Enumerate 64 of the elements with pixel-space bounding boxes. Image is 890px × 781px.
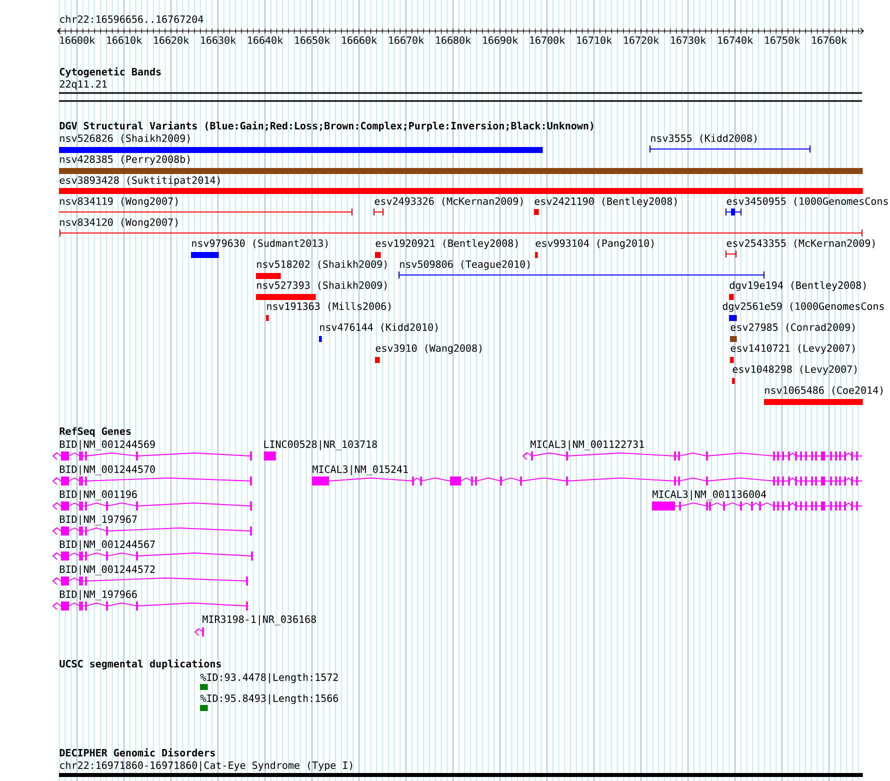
feature-label: nsv509806 (Teague2010) xyxy=(400,260,530,270)
feature-label: nsv979630 (Sudmant2013) xyxy=(192,239,328,248)
feature-label: esv1048298 (Levy2007) xyxy=(732,365,857,375)
feature-label: nsv191363 (Mills2006) xyxy=(267,302,391,312)
tick-label: 16750k xyxy=(765,36,800,44)
tick-label: 16600k xyxy=(60,36,95,44)
feature-label: nsv526826 (Shaikh2009) xyxy=(60,134,190,144)
tick-label: 16670k xyxy=(389,36,424,44)
tick-label: 16610k xyxy=(107,36,142,44)
gene-label: BID|NM_001244572 xyxy=(60,565,155,576)
feature-label: chr22:16596656..16767204 xyxy=(60,15,204,23)
feature-label: %ID:93.4478|Length:1572 xyxy=(200,673,338,684)
feature-label: esv3910 (Wang2008) xyxy=(376,344,482,354)
tick-label: 16710k xyxy=(577,36,612,44)
feature-label: esv3450955 (1000GenomesCons xyxy=(726,197,888,206)
feature-label: %ID:95.8493|Length:1566 xyxy=(200,694,338,704)
gene-label: MICAL3|NM_001122731 xyxy=(530,440,644,450)
feature-label: nsv518202 (Shaikh2009) xyxy=(257,260,387,270)
feature-label: nsv527393 (Shaikh2009) xyxy=(257,281,387,290)
track-title: DGV Structural Variants (Blue:Gain;Red:Loss;Brown:Complex;Purple:Inversion;Black:Unknown) xyxy=(60,121,594,132)
tick-label: 16650k xyxy=(295,36,330,44)
gene-label: BID|NM_001196 xyxy=(60,490,137,500)
feature-label: esv1920921 (Bentley2008) xyxy=(376,239,518,249)
tick-label: 16680k xyxy=(436,36,471,44)
feature-label: esv1410721 (Levy2007) xyxy=(730,344,855,354)
feature-label: esv3893428 (Suktitipat2014) xyxy=(60,176,220,186)
gene-label: BID|NM_197966 xyxy=(60,590,137,600)
feature-label: nsv476144 (Kidd2010) xyxy=(320,323,438,332)
feature-label: dgv19e194 (Bentley2008) xyxy=(730,281,866,291)
gene-label: MICAL3|NM_001136004 xyxy=(652,490,766,500)
tick-label: 16620k xyxy=(154,36,189,44)
feature-label: nsv3555 (Kidd2008) xyxy=(651,134,756,144)
gene-label: BID|NM_001244569 xyxy=(60,440,155,450)
feature-label: nsv834120 (Wong2007) xyxy=(60,218,178,228)
tick-label: 16700k xyxy=(530,36,565,44)
tick-label: 16730k xyxy=(671,36,706,44)
gene-label: BID|NM_001244567 xyxy=(60,540,155,550)
feature-label: esv2543355 (McKernan2009) xyxy=(726,239,875,248)
track-title: Cytogenetic Bands xyxy=(60,67,161,78)
feature-label: nsv428385 (Perry2008b) xyxy=(60,155,190,165)
gene-label: BID|NM_001244570 xyxy=(60,465,155,476)
feature-label: dgv2561e59 (1000GenomesCons xyxy=(722,302,884,312)
track-title: RefSeq Genes xyxy=(60,427,131,437)
track-title: DECIPHER Genomic Disorders xyxy=(60,748,215,756)
gene-label: MICAL3|NM_015241 xyxy=(312,465,408,476)
feature-label: 22q11.21 xyxy=(60,80,107,90)
tick-label: 16660k xyxy=(342,36,377,44)
feature-label: LINC00528|NR_103718 xyxy=(264,440,377,450)
tick-label: 16690k xyxy=(483,36,518,44)
tick-label: 16760k xyxy=(812,36,847,44)
tick-label: 16630k xyxy=(201,36,236,44)
feature-label: esv993104 (Pang2010) xyxy=(536,239,654,249)
feature-label: esv2421190 (Bentley2008) xyxy=(534,197,677,207)
feature-label: nsv834119 (Wong2007) xyxy=(60,197,178,207)
feature-label: esv2493326 (McKernan2009) xyxy=(374,197,523,206)
feature-label: chr22:16971860-16971860|Cat-Eye Syndrome (Type I) xyxy=(60,761,352,772)
tick-label: 16740k xyxy=(718,36,753,44)
track-title: UCSC segmental duplications xyxy=(60,659,221,670)
gene-label: MIR3198-1|NR_036168 xyxy=(202,615,316,626)
feature-label: nsv1065486 (Coe2014) xyxy=(765,386,883,396)
gene-label: BID|NM_197967 xyxy=(60,515,137,526)
tick-label: 16720k xyxy=(624,36,659,44)
tick-label: 16640k xyxy=(248,36,283,44)
feature-label: esv27985 (Conrad2009) xyxy=(730,323,855,332)
